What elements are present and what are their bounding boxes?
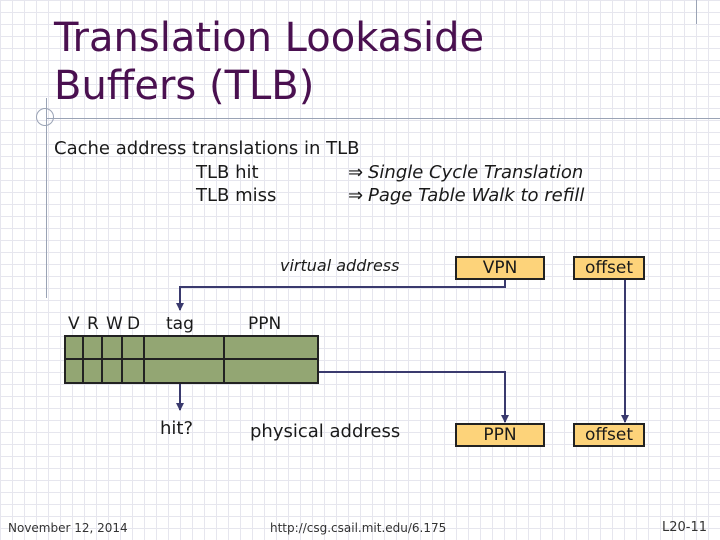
offset-label-top: offset [584, 258, 634, 278]
title-line-1: Translation Lookaside [54, 15, 485, 61]
tlb-cell [223, 358, 319, 384]
tlb-cell [143, 358, 225, 384]
implies-icon-miss: ⇒ [348, 185, 364, 206]
title-rule-vertical [46, 98, 47, 298]
offset-label-bottom: offset [584, 425, 634, 445]
tlb-header-d: D [127, 314, 141, 334]
ppn-to-physical-arrow [319, 371, 509, 423]
corner-rule [696, 0, 697, 24]
tlb-header-r: R [87, 314, 99, 334]
slide-title: Translation Lookaside Buffers (TLB) [54, 14, 654, 110]
tlb-miss-result: Page Table Walk to refill [368, 185, 585, 206]
title-line-2: Buffers (TLB) [54, 63, 315, 109]
vpn-label: VPN [482, 258, 518, 278]
tlb-header-v: V [68, 314, 80, 334]
offset-box-bottom: offset [573, 423, 645, 447]
bullet-text: Cache address translations in TLB [54, 138, 360, 159]
hit-label: hit? [160, 418, 194, 439]
footer-url[interactable]: http://csg.csail.mit.edu/6.175 [270, 521, 447, 535]
vpn-box: VPN [455, 256, 545, 280]
title-rule-circle [36, 108, 54, 126]
tlb-header-tag: tag [166, 314, 194, 334]
tlb-hit-label: TLB hit [196, 162, 259, 183]
tlb-header-ppn: PPN [248, 314, 282, 334]
tlb-miss-label: TLB miss [196, 185, 277, 206]
virtual-address-label: virtual address [280, 256, 400, 275]
footer-date: November 12, 2014 [8, 521, 128, 535]
tlb-hit-result: Single Cycle Translation [368, 162, 584, 183]
tlb-header-w: W [106, 314, 123, 334]
vpn-to-tag-arrow [176, 280, 506, 311]
implies-icon-hit: ⇒ [348, 162, 364, 183]
ppn-label: PPN [483, 425, 517, 445]
physical-address-label: physical address [250, 421, 401, 442]
title-rule-horizontal [46, 118, 720, 119]
slide-number: L20-11 [662, 520, 708, 535]
offset-box-top: offset [573, 256, 645, 280]
ppn-box: PPN [455, 423, 545, 447]
